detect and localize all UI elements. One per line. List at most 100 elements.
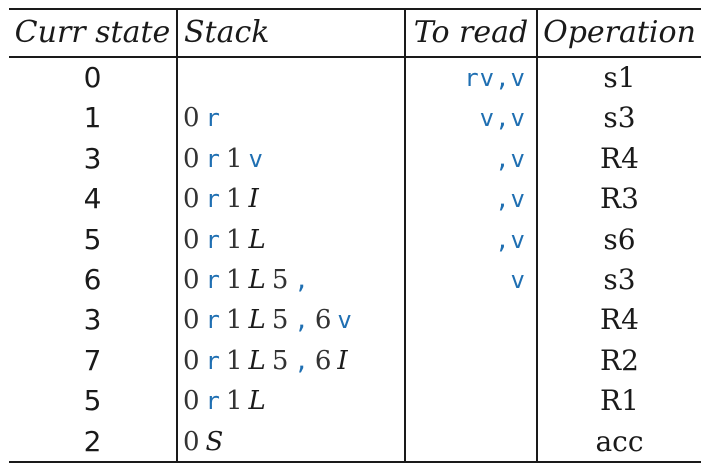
cell-operation: R1 [600, 384, 639, 418]
cell-curr-state: 5 [83, 384, 102, 418]
stack-symbol: 1 [226, 345, 243, 376]
stack-symbol: L [248, 345, 266, 376]
stack-symbol: r [205, 346, 220, 375]
stack-symbol: 1 [226, 224, 243, 255]
stack-symbol: r [205, 265, 220, 294]
stack-symbol: 0 [183, 426, 200, 457]
stack-symbol: I [337, 345, 348, 376]
stack-symbol: 0 [183, 143, 200, 174]
to-read-text: ,v [495, 144, 526, 173]
stack-symbol: 1 [226, 184, 243, 215]
stack-symbol: 1 [226, 305, 243, 336]
cell-operation: acc [595, 424, 644, 458]
header-curr-state: Curr state [14, 15, 171, 50]
to-read-text: rv,v [464, 64, 526, 92]
header-rule [9, 56, 701, 58]
cell-operation: R4 [600, 141, 639, 175]
stack-symbol: 0 [183, 224, 200, 255]
stack-symbol: 0 [183, 103, 200, 134]
stack-symbol: 0 [183, 264, 200, 295]
cell-curr-state: 3 [83, 141, 102, 175]
stack-symbol: L [248, 224, 266, 255]
stack-symbol: 0 [183, 305, 200, 336]
stack-symbol: 1 [226, 386, 243, 417]
cell-curr-state: 1 [83, 101, 102, 135]
stack-symbol: r [205, 144, 220, 173]
stack-symbol: 6 [314, 345, 332, 376]
cell-curr-state: 4 [83, 182, 102, 216]
cell-curr-state: 0 [83, 61, 102, 94]
header-to-read: To read [413, 15, 529, 50]
table-row: 0 rv,v s1 [9, 58, 701, 98]
bottom-rule [9, 461, 701, 463]
cell-curr-state: 3 [83, 303, 102, 337]
to-read-text: v,v [479, 104, 526, 133]
cell-to-read [406, 381, 526, 421]
cell-to-read [406, 341, 526, 381]
stack-symbol: 0 [183, 345, 200, 376]
header-operation: Operation [543, 15, 696, 50]
stack-symbol: 1 [226, 143, 243, 174]
stack-symbol: v [248, 144, 263, 173]
cell-to-read [406, 300, 526, 340]
cell-curr-state: 2 [83, 424, 102, 458]
stack-symbol: 5 [271, 264, 289, 295]
stack-symbol: r [205, 225, 220, 254]
stack-symbol: 0 [183, 184, 200, 215]
to-read-text: ,v [495, 185, 526, 214]
stack-symbol: 5 [271, 345, 289, 376]
cell-operation: s3 [603, 262, 636, 296]
stack-symbol: , [294, 265, 309, 294]
cell-operation: R4 [600, 303, 639, 337]
cell-to-read: v [406, 260, 526, 300]
stack-symbol: r [205, 387, 220, 416]
cell-to-read [406, 422, 526, 462]
cell-operation: s1 [603, 61, 636, 94]
cell-to-read: ,v [406, 220, 526, 260]
cell-operation: R3 [600, 182, 639, 216]
to-read-text: ,v [495, 225, 526, 254]
column-divider [176, 10, 178, 461]
cell-operation: s3 [603, 101, 636, 135]
cell-curr-state: 5 [83, 222, 102, 256]
stack-symbol: I [248, 184, 259, 215]
cell-to-read: ,v [406, 139, 526, 179]
stack-symbol: 5 [271, 305, 289, 336]
cell-to-read: rv,v [406, 58, 526, 98]
to-read-text: v [510, 265, 526, 294]
stack-symbol: 1 [226, 264, 243, 295]
stack-symbol: , [294, 306, 309, 335]
cell-to-read: v,v [406, 98, 526, 138]
top-rule [9, 8, 701, 10]
cell-curr-state: 7 [83, 343, 102, 377]
stack-symbol: 6 [314, 305, 332, 336]
cell-operation: R2 [600, 343, 639, 377]
stack-symbol: r [205, 306, 220, 335]
stack-symbol: r [205, 185, 220, 214]
stack-symbol: L [248, 305, 266, 336]
column-divider [404, 10, 406, 461]
stack-symbol: , [294, 346, 309, 375]
stack-symbol: v [337, 306, 352, 335]
cell-stack [183, 58, 403, 98]
column-divider [536, 10, 538, 461]
stack-symbol: S [205, 426, 224, 457]
header-stack: Stack [184, 15, 270, 50]
